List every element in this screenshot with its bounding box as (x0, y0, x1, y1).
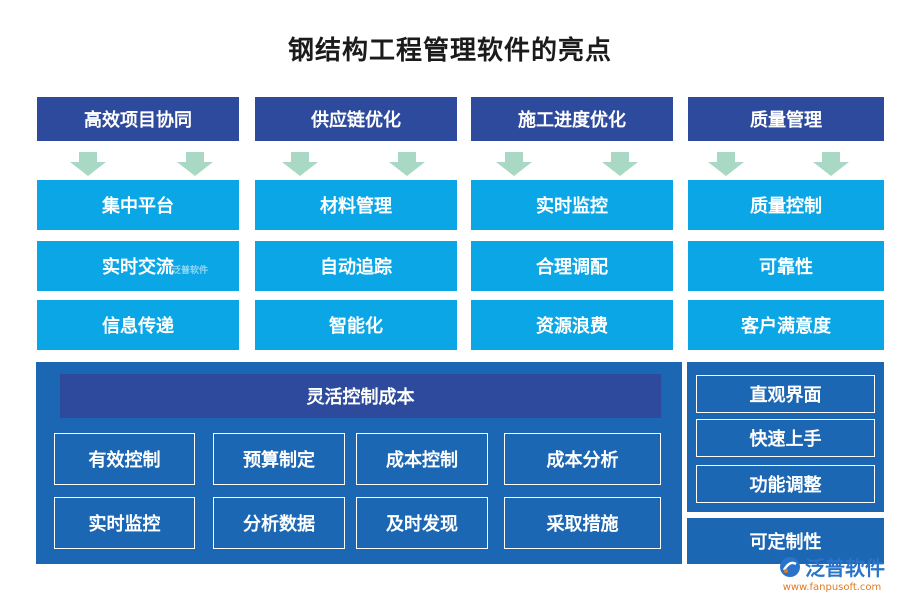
brand-logo: 泛普软件 www.fanpusoft.com (768, 552, 896, 596)
feature-cell: 实时监控 (471, 180, 673, 230)
cost-item-box: 及时发现 (356, 497, 488, 549)
page-title: 钢结构工程管理软件的亮点 (287, 36, 612, 66)
feature-cell: 质量控制 (688, 180, 884, 230)
feature-cell: 材料管理 (255, 180, 457, 230)
feature-cell: 信息传递 (37, 300, 239, 350)
column-header-supply-chain: 供应链优化 (255, 97, 457, 141)
watermark: 泛普软件 (172, 266, 209, 276)
brand-name: 泛普软件 (805, 556, 885, 580)
feature-cell: 客户满意度 (688, 300, 884, 350)
customizability-box: 可定制性 (687, 518, 884, 564)
feature-cell: 合理调配 (471, 241, 673, 291)
feature-cell: 集中平台 (37, 180, 239, 230)
cost-item-box: 有效控制 (54, 433, 195, 485)
down-arrow-icon (708, 152, 744, 176)
column-header-quality: 质量管理 (688, 97, 884, 141)
down-arrow-icon (813, 152, 849, 176)
cost-item-box: 预算制定 (213, 433, 345, 485)
cost-item-box: 分析数据 (213, 497, 345, 549)
down-arrow-icon (70, 152, 106, 176)
column-header-collaboration: 高效项目协同 (37, 97, 239, 141)
down-arrow-icon (602, 152, 638, 176)
usability-panel (687, 362, 884, 512)
brand-url: www.fanpusoft.com (782, 582, 882, 593)
column-header-schedule: 施工进度优化 (471, 97, 673, 141)
down-arrow-icon (177, 152, 213, 176)
down-arrow-icon (389, 152, 425, 176)
cost-item-box: 采取措施 (504, 497, 661, 549)
usability-item-box: 快速上手 (696, 419, 875, 457)
feature-cell: 可靠性 (688, 241, 884, 291)
feature-cell: 资源浪费 (471, 300, 673, 350)
down-arrow-icon (496, 152, 532, 176)
usability-item-box: 功能调整 (696, 465, 875, 503)
usability-item-box: 直观界面 (696, 375, 875, 413)
brand-mark-icon (780, 556, 800, 577)
cost-item-box: 成本控制 (356, 433, 488, 485)
feature-cell: 自动追踪 (255, 241, 457, 291)
cost-item-box: 成本分析 (504, 433, 661, 485)
cost-panel-heading: 灵活控制成本 (60, 374, 661, 418)
cost-item-box: 实时监控 (54, 497, 195, 549)
feature-cell: 智能化 (255, 300, 457, 350)
down-arrow-icon (282, 152, 318, 176)
feature-cell: 实时交流 (37, 241, 239, 291)
